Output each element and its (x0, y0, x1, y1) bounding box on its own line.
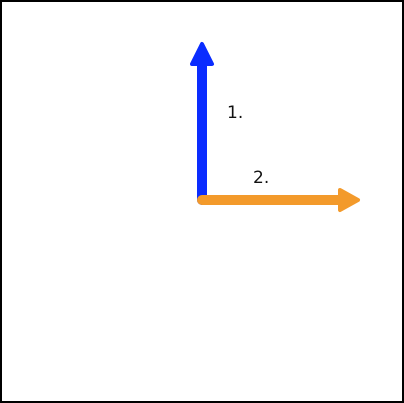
arrow-1-label: 1. (227, 103, 243, 123)
arrow-1-head (190, 42, 214, 66)
arrow-2 (197, 188, 360, 212)
arrow-2-label: 2. (253, 168, 269, 188)
arrow-2-head (338, 188, 360, 212)
arrow-1 (190, 42, 214, 205)
